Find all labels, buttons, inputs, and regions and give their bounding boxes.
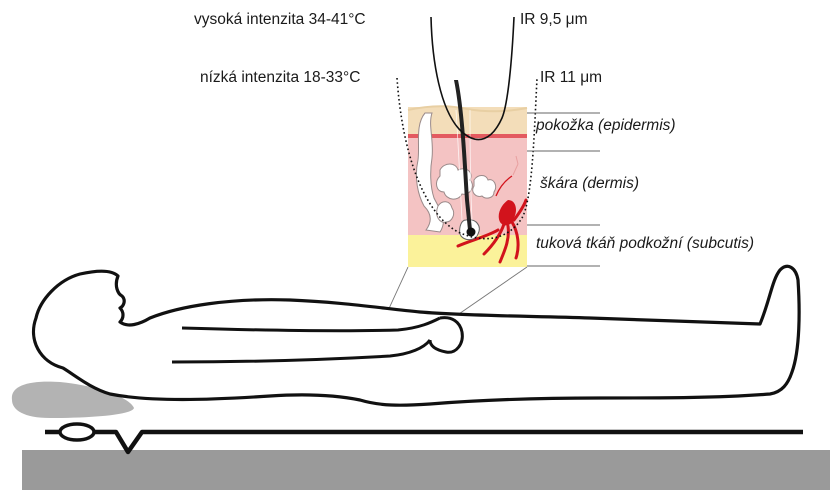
bed-rail: [45, 432, 803, 452]
mattress: [22, 450, 830, 490]
patient-outline: [34, 266, 800, 405]
label-dermis: škára (dermis): [540, 176, 639, 192]
label-subcutis: tuková tkáň podkožní (subcutis): [536, 236, 754, 252]
skin-section: [408, 80, 527, 267]
label-ir-low: IR 11 μm: [540, 70, 602, 86]
rail-connector: [60, 424, 94, 440]
label-ir-high: IR 9,5 μm: [520, 12, 588, 28]
label-epidermis: pokožka (epidermis): [536, 118, 676, 134]
label-high-intensity: vysoká intenzita 34-41°C: [194, 12, 366, 28]
label-low-intensity: nízká intenzita 18-33°C: [200, 70, 360, 86]
gland-cluster-3: [437, 202, 454, 223]
